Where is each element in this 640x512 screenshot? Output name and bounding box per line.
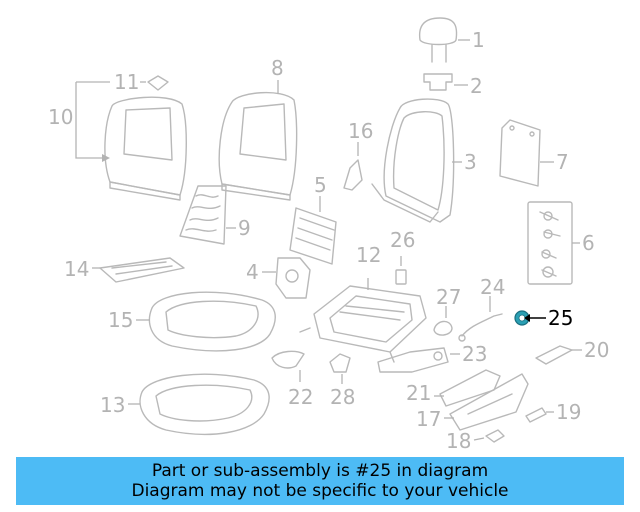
svg-text:16: 16 — [348, 119, 373, 143]
callout-3: 3 — [452, 150, 477, 174]
svg-text:17: 17 — [416, 407, 441, 431]
callout-4: 4 — [246, 260, 276, 284]
svg-text:3: 3 — [464, 150, 477, 174]
svg-text:7: 7 — [556, 150, 569, 174]
callout-22: 22 — [288, 370, 313, 409]
svg-text:4: 4 — [246, 260, 259, 284]
svg-text:25: 25 — [548, 306, 573, 330]
seat-parts-diagram: 1 2 3 7 6 — [48, 17, 609, 453]
part-18-screw-cap[interactable] — [485, 429, 505, 443]
part-6-clips-set[interactable] — [527, 201, 573, 285]
part-27-knob[interactable] — [433, 320, 453, 336]
callout-14: 14 — [64, 257, 100, 281]
svg-text:20: 20 — [584, 338, 609, 362]
part-1-headrest[interactable] — [418, 17, 458, 63]
svg-text:14: 14 — [64, 257, 89, 281]
svg-text:15: 15 — [108, 308, 133, 332]
svg-text:18: 18 — [446, 429, 471, 453]
callout-16: 16 — [348, 119, 373, 156]
svg-text:2: 2 — [470, 74, 483, 98]
svg-text:12: 12 — [356, 243, 381, 267]
part-7-back-panel[interactable] — [499, 119, 541, 187]
svg-text:24: 24 — [480, 275, 505, 299]
part-2-headrest-guide[interactable] — [423, 73, 453, 91]
part-24-cable[interactable] — [458, 313, 503, 342]
callout-13: 13 — [100, 393, 140, 417]
part-5-lumbar-support[interactable] — [289, 207, 337, 265]
svg-text:1: 1 — [472, 28, 485, 52]
svg-text:22: 22 — [288, 385, 313, 409]
part-4-recliner[interactable] — [275, 257, 311, 299]
part-22-lever[interactable] — [271, 350, 305, 369]
part-9-lumbar-pad[interactable] — [179, 185, 227, 245]
callout-24: 24 — [480, 275, 505, 312]
callout-9: 9 — [226, 216, 251, 240]
info-banner: Part or sub-assembly is #25 in diagram D… — [16, 457, 624, 505]
svg-text:6: 6 — [582, 231, 595, 255]
part-15-seat-cushion-cover[interactable] — [148, 291, 276, 352]
callout-6: 6 — [572, 231, 595, 255]
svg-text:19: 19 — [556, 400, 581, 424]
callout-21: 21 — [406, 381, 444, 405]
svg-text:9: 9 — [238, 216, 251, 240]
svg-text:13: 13 — [100, 393, 125, 417]
callout-23: 23 — [450, 342, 487, 366]
part-23-side-bracket[interactable] — [377, 347, 449, 373]
svg-text:21: 21 — [406, 381, 431, 405]
part-11-cover-clip[interactable] — [147, 75, 169, 91]
callout-28: 28 — [330, 374, 355, 409]
callout-25: 25 — [524, 306, 573, 330]
part-28-handle[interactable] — [329, 353, 351, 373]
callout-1: 1 — [458, 28, 485, 52]
callout-18: 18 — [446, 429, 485, 453]
svg-text:5: 5 — [314, 173, 327, 197]
part-26-switch[interactable] — [395, 269, 407, 285]
part-21-outer-shield[interactable] — [439, 369, 501, 407]
callout-19: 19 — [546, 400, 581, 424]
callout-17: 17 — [416, 407, 454, 431]
part-20-trim[interactable] — [535, 345, 573, 365]
callout-20: 20 — [572, 338, 609, 362]
part-14-seat-heater[interactable] — [99, 257, 185, 283]
callout-8: 8 — [271, 56, 284, 94]
svg-text:10: 10 — [48, 105, 73, 129]
svg-text:8: 8 — [271, 56, 284, 80]
callout-15: 15 — [108, 308, 150, 332]
callout-27: 27 — [436, 285, 461, 318]
part-19-clip[interactable] — [525, 407, 547, 423]
svg-text:27: 27 — [436, 285, 461, 309]
callout-12: 12 — [356, 243, 381, 290]
callout-26: 26 — [390, 228, 415, 266]
callout-11: 11 — [114, 70, 146, 94]
part-8-seatback-cover[interactable] — [218, 91, 298, 201]
callout-2: 2 — [454, 74, 483, 98]
part-12-seat-frame[interactable] — [299, 285, 427, 363]
part-10-seatback-cover[interactable] — [104, 96, 187, 201]
part-3-seatback-frame[interactable] — [371, 98, 455, 223]
banner-line-1: Part or sub-assembly is #25 in diagram — [151, 461, 489, 481]
svg-text:23: 23 — [462, 342, 487, 366]
callout-10: 10 — [48, 81, 110, 162]
part-17-side-cover[interactable] — [449, 373, 529, 431]
part-16-bracket[interactable] — [343, 159, 363, 191]
callout-7: 7 — [540, 150, 569, 174]
svg-text:28: 28 — [330, 385, 355, 409]
banner-line-2: Diagram may not be specific to your vehi… — [131, 481, 509, 501]
part-13-seat-cushion-pad[interactable] — [139, 373, 270, 436]
svg-text:26: 26 — [390, 228, 415, 252]
callout-5: 5 — [314, 173, 327, 212]
svg-text:11: 11 — [114, 70, 139, 94]
